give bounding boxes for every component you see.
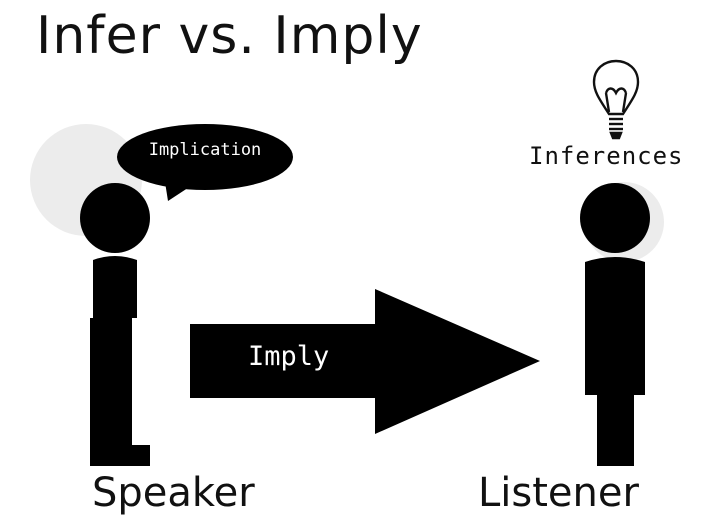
imply-arrow [190,289,540,434]
diagram-title: Infer vs. Imply [36,6,423,66]
arrow-label: Imply [248,341,330,372]
speaker-figure [80,183,150,466]
speaker-body [90,256,150,466]
listener-head [580,183,650,253]
speaker-head [80,183,150,253]
listener-figure [580,183,650,466]
inferences-label: Inferences [529,142,684,170]
listener-body [585,257,645,466]
speaker-label: Speaker [92,470,255,516]
speech-bubble-text: Implication [148,140,262,160]
lightbulb-icon [592,59,640,140]
speech-bubble [117,124,293,201]
listener-label: Listener [478,470,639,516]
